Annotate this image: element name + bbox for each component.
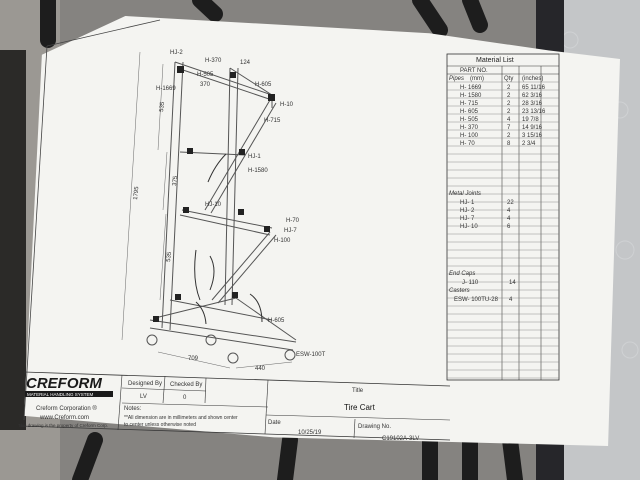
label-h1580: H-1580 (248, 168, 268, 174)
pipe-qty: 4 (507, 117, 511, 123)
pipe-inches: 2 3/4 (522, 141, 536, 147)
label-hj7: HJ-7 (284, 228, 297, 234)
pipe-inches: 28 3/16 (522, 101, 543, 107)
pipe-inches: 3 15/16 (522, 133, 543, 139)
dim-375: 375 (172, 175, 179, 186)
pipe-part: H- 70 (460, 141, 475, 147)
pipe-inches: 19 7/8 (522, 117, 539, 123)
checked-by-label: Checked By (170, 382, 202, 388)
endcaps-header: End Caps (449, 271, 475, 277)
pipe-part: H- 100 (460, 133, 479, 139)
joints-header: Metal Joints (449, 191, 481, 197)
title-label: Title (352, 388, 364, 394)
date-label: Date (268, 420, 281, 426)
joint-qty: 6 (507, 224, 511, 230)
dim-535-low: 535 (166, 251, 173, 262)
company-website: www.Creform.com (39, 415, 89, 421)
endcap-qty: 14 (509, 280, 516, 286)
dim-370: 370 (200, 82, 211, 88)
label-hj10: HJ-10 (205, 202, 222, 208)
unit-header: (mm) (470, 76, 484, 82)
pipe-part: H- 1669 (460, 85, 482, 91)
drawing-no-label: Drawing No. (358, 424, 391, 430)
dim-height: 1795 (133, 186, 140, 201)
drawing-sheet (24, 16, 620, 446)
checked-by-value: 0 (183, 395, 187, 401)
joint-part: HJ- 7 (460, 216, 475, 222)
endcap-part: J- 110 (462, 280, 479, 286)
drawing-title: Tire Cart (344, 403, 376, 412)
joint-part: HJ- 10 (460, 224, 478, 230)
label-hj1: HJ-1 (248, 154, 261, 160)
caster-qty: 4 (509, 297, 513, 303)
label-h100: H-100 (274, 238, 291, 244)
pipe-qty: 7 (507, 125, 511, 131)
joint-qty: 22 (507, 200, 514, 206)
drawing-no-value: C19102A-3LV (382, 436, 419, 442)
cart-drawing (146, 61, 297, 364)
title-block: CREFORM MATERIAL HANDLING SYSTEM Creform… (18, 371, 451, 442)
label-h605b: H-605 (268, 318, 285, 324)
cart-frame (40, 0, 523, 480)
label-h605: H-605 (255, 82, 272, 88)
designed-by-value: LV (140, 394, 147, 400)
company-name: Creform Corporation ® (36, 405, 97, 412)
material-list-table: Material List PART NO. Pipes (mm) Qty (i… (446, 53, 560, 381)
pipes-header: Pipes (449, 76, 464, 82)
label-h370: H-370 (205, 58, 222, 64)
label-h505: H-505 (197, 72, 214, 78)
joint-part: HJ- 2 (460, 208, 475, 214)
date-value: 10/25/19 (298, 430, 322, 436)
dim-535-top: 535 (159, 101, 166, 112)
pipe-part: H- 605 (460, 109, 479, 115)
pipe-qty: 2 (507, 85, 511, 91)
joint-qty: 4 (507, 216, 511, 222)
label-h715: H-715 (264, 118, 281, 124)
material-list-title: Material List (476, 57, 514, 64)
designed-by-label: Designed By (128, 381, 162, 387)
pipe-inches: 23 13/16 (522, 109, 546, 115)
pipe-inches: 62 3/16 (522, 93, 543, 99)
part-no-header: PART NO. (460, 68, 488, 74)
qty-header: Qty (504, 76, 513, 82)
cart-joints (153, 66, 275, 322)
pipe-qty: 2 (507, 133, 511, 139)
joint-part: HJ- 1 (460, 200, 475, 206)
pipe-part: H- 715 (460, 101, 479, 107)
pipe-qty: 2 (507, 109, 511, 115)
joint-qty: 4 (507, 208, 511, 214)
pipe-part: H- 370 (460, 125, 479, 131)
label-caster: ESW-100T (296, 352, 326, 358)
dim-709: 709 (188, 356, 199, 362)
notes-text: **All dimension are in millimeters and s… (124, 415, 238, 428)
caster-part: ESW- 100TU-28 (454, 297, 499, 303)
pipe-part: H- 1580 (460, 93, 482, 99)
label-hj2: HJ-2 (170, 50, 183, 56)
dim-440: 440 (255, 366, 266, 372)
pipe-qty: 8 (507, 141, 511, 147)
notes-label: Notes: (124, 406, 142, 412)
label-h70: H-70 (286, 218, 300, 224)
casters-header: Casters (449, 288, 470, 294)
creform-logo: CREFORM (26, 375, 102, 392)
label-h1669: H-1669 (156, 86, 176, 92)
property-notice: This drawing is the property of Creform … (18, 423, 108, 428)
inches-header: (inches) (522, 76, 543, 82)
pipe-part: H- 505 (460, 117, 479, 123)
pipe-inches: 65 11/16 (522, 85, 546, 91)
pipe-qty: 2 (507, 93, 511, 99)
dim-124: 124 (240, 60, 251, 66)
pipe-inches: 14 9/16 (522, 125, 543, 131)
label-h10: H-10 (280, 102, 294, 108)
logo-subtitle: MATERIAL HANDLING SYSTEM (27, 392, 94, 397)
pipe-qty: 2 (507, 101, 511, 107)
